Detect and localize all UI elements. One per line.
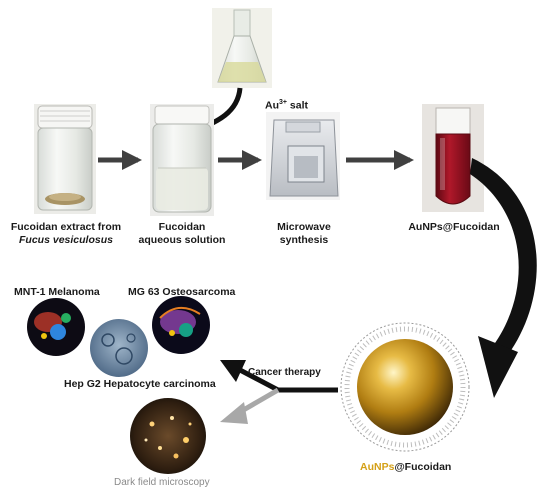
curved-arrow-to-nanoparticle — [470, 158, 537, 360]
dark-field-micrograph — [130, 398, 206, 474]
hepg2-label: Hep G2 Hepatocyte carcinoma — [64, 378, 216, 390]
gold-nanoparticle-illustration — [340, 322, 470, 452]
mnt1-melanoma-label: MNT-1 Melanoma — [14, 286, 100, 298]
au-salt-label: Au3+ salt — [265, 99, 308, 112]
microwave-photo — [266, 112, 340, 200]
curved-arrow-head — [478, 336, 518, 398]
au-salt-flask-photo — [212, 8, 272, 88]
nanoparticle-label: AuNPs@Fucoidan — [360, 461, 452, 473]
application-arrows — [220, 360, 338, 424]
dark-field-label: Dark field microscopy — [114, 477, 210, 488]
hepg2-micrograph — [90, 319, 148, 377]
fucoidan-extract-label: Fucoidan extract from Fucus vesiculosus — [10, 221, 122, 246]
fucoidan-extract-jar-photo — [34, 104, 96, 214]
mg63-osteosarcoma-micrograph — [152, 296, 210, 354]
mg63-osteosarcoma-label: MG 63 Osteosarcoma — [128, 286, 236, 298]
aunps-tube-photo — [422, 104, 484, 212]
microwave-label: Microwave synthesis — [277, 221, 331, 246]
fucoidan-solution-label: Fucoidan aqueous solution — [138, 221, 226, 246]
fucoidan-solution-bottle-photo — [150, 104, 214, 216]
aunps-tube-label: AuNPs@Fucoidan — [408, 221, 500, 233]
mnt1-melanoma-micrograph — [27, 298, 85, 356]
cancer-therapy-label: Cancer therapy — [248, 367, 321, 378]
